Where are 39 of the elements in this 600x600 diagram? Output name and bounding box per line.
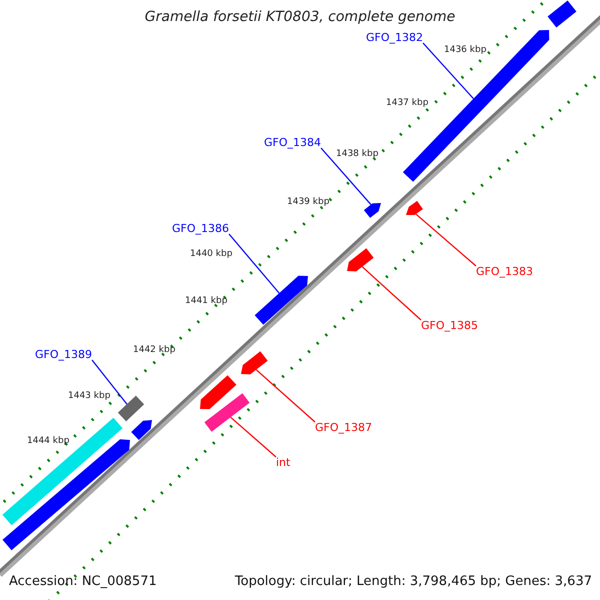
gene-feature <box>241 351 268 374</box>
leader-line <box>92 360 128 405</box>
scale-label: 1443 kbp <box>68 392 110 401</box>
map-title: Gramella forsetii KT0803, complete genome <box>144 10 456 24</box>
genome-stats: Topology: circular; Length: 3,798,465 bp; Genes: 3,637 <box>234 575 592 588</box>
gene-label: GFO_1386 <box>172 223 230 234</box>
gene-feature <box>204 393 250 432</box>
gene-feature <box>200 375 236 410</box>
leader-line <box>320 148 372 205</box>
gene-feature <box>406 200 423 215</box>
gene-label: GFO_1387 <box>315 422 372 433</box>
scale-label: 1438 kbp <box>336 150 378 159</box>
scale-label: 1441 kbp <box>185 297 228 306</box>
gene-label: GFO_1383 <box>476 266 534 277</box>
gene-feature <box>347 248 374 272</box>
gene-feature <box>548 0 576 28</box>
gene-label: GFO_1382 <box>366 32 424 43</box>
leader-line <box>362 266 422 320</box>
leader-line <box>422 42 474 100</box>
gene-label: GFO_1385 <box>421 320 478 331</box>
scale-label: 1440 kbp <box>190 250 232 259</box>
gene-label: GFO_1384 <box>264 137 322 148</box>
gene-label: int <box>276 457 290 468</box>
leader-line <box>230 416 276 458</box>
gene-label: GFO_1389 <box>35 349 92 360</box>
scale-label: 1442 kbp <box>133 346 176 355</box>
scale-label: 1439 kbp <box>287 198 330 207</box>
gene-feature <box>364 203 381 218</box>
gene-feature <box>131 420 152 440</box>
scale-label: 1444 kbp <box>27 437 70 446</box>
gene-feature <box>2 418 123 526</box>
scale-label: 1437 kbp <box>386 99 428 108</box>
leader-line <box>256 369 316 422</box>
leader-line <box>228 234 280 294</box>
gene-feature <box>254 276 308 325</box>
gene-feature <box>118 396 144 422</box>
leader-line <box>416 214 476 266</box>
accession-text: Accession: NC_008571 <box>9 575 157 588</box>
scale-label: 1436 kbp <box>444 46 486 55</box>
